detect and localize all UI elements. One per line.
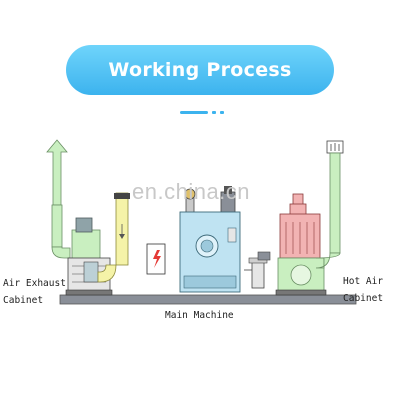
heater-unit (279, 193, 321, 259)
yellow-duct-left (97, 192, 130, 283)
accent-dash (180, 111, 208, 114)
label-air-exhaust-line1: Air Exhaust (3, 278, 66, 289)
hot-air-cabinet (275, 257, 327, 296)
spray-pump (244, 251, 271, 289)
watermark: en.china.cn (132, 179, 251, 204)
banner-title: Working Process (108, 59, 292, 81)
label-air-exhaust-line2: Cabinet (3, 295, 44, 306)
accent-dot (220, 111, 224, 114)
main-machine (179, 186, 241, 293)
exhaust-duct-left (46, 139, 71, 259)
exhaust-cabinet (65, 217, 113, 296)
title-banner: Working Process (66, 45, 334, 95)
label-hot-air-line2: Cabinet (343, 293, 384, 304)
intake-duct-right (315, 140, 344, 269)
control-cabinet (146, 243, 166, 275)
label-air-exhaust: Air Exhaust Cabinet (3, 277, 66, 307)
process-diagram (46, 139, 357, 305)
floor-base (59, 294, 357, 305)
label-hot-air-line1: Hot Air (343, 276, 384, 287)
label-hot-air: Hot Air Cabinet (343, 275, 383, 305)
label-main-machine: Main Machine (165, 310, 234, 321)
accent-dot (212, 111, 216, 114)
